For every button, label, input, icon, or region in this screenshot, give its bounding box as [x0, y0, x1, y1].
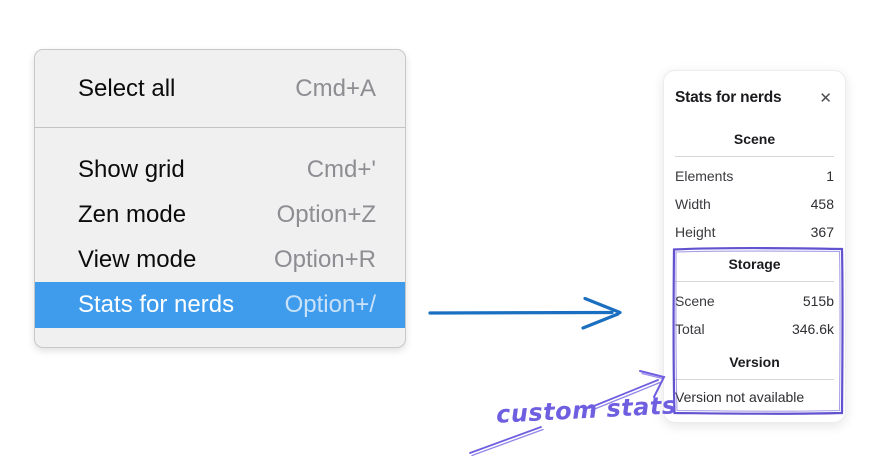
stat-row-scene-size: Scene 515b — [675, 292, 834, 310]
context-menu: Select all Cmd+A Show grid Cmd+' Zen mod… — [34, 49, 406, 348]
stats-panel-title: Stats for nerds — [675, 89, 782, 106]
annotation-label: custom stats — [495, 391, 678, 429]
close-icon[interactable]: ✕ — [819, 89, 832, 107]
section-heading-storage: Storage — [728, 256, 781, 272]
stat-value: 458 — [810, 196, 834, 212]
menu-item-shortcut: Option+/ — [284, 291, 376, 318]
stat-row-width: Width 458 — [675, 195, 834, 213]
stat-row-elements: Elements 1 — [675, 167, 834, 185]
stat-row-height: Height 367 — [675, 223, 834, 241]
stat-value: 367 — [810, 224, 834, 240]
stat-value: 1 — [826, 168, 834, 184]
stat-label: Height — [675, 224, 716, 240]
section-heading-version: Version — [729, 354, 780, 370]
menu-item-stats-for-nerds[interactable]: Stats for nerds Option+/ — [35, 282, 405, 328]
version-note: Version not available — [675, 389, 805, 405]
menu-item-view-mode[interactable]: View mode Option+R — [35, 237, 405, 282]
menu-item-shortcut: Cmd+' — [306, 155, 376, 183]
menu-item-label: Show grid — [78, 155, 185, 183]
menu-item-label: View mode — [78, 245, 197, 273]
menu-item-label: Zen mode — [78, 200, 187, 228]
flow-arrow-icon — [428, 296, 622, 330]
menu-item-select-all[interactable]: Select all Cmd+A — [35, 50, 405, 127]
menu-item-shortcut: Option+Z — [276, 200, 376, 228]
menu-group: Show grid Cmd+' Zen mode Option+Z View m… — [35, 128, 405, 328]
stat-label: Total — [675, 321, 705, 337]
stat-label: Width — [675, 196, 711, 212]
stat-value: 346.6k — [791, 321, 834, 337]
stat-value: 515b — [802, 293, 834, 309]
menu-item-show-grid[interactable]: Show grid Cmd+' — [35, 147, 405, 192]
section-divider — [675, 379, 834, 380]
menu-item-shortcut: Option+R — [273, 245, 376, 273]
menu-item-shortcut: Cmd+A — [295, 74, 376, 102]
menu-divider — [35, 127, 405, 128]
stat-row-total-size: Total 346.6k — [675, 320, 834, 338]
section-heading-scene: Scene — [733, 131, 776, 147]
stats-panel: Stats for nerds ✕ Scene Elements 1 Width… — [663, 70, 846, 423]
menu-item-zen-mode[interactable]: Zen mode Option+Z — [35, 192, 405, 237]
stats-panel-header: Stats for nerds ✕ — [675, 89, 834, 107]
stat-label: Scene — [675, 293, 715, 309]
section-divider — [675, 281, 834, 282]
menu-item-label: Select all — [78, 74, 176, 102]
section-divider — [675, 156, 834, 157]
menu-item-label: Stats for nerds — [78, 291, 235, 318]
stat-label: Elements — [675, 168, 734, 184]
